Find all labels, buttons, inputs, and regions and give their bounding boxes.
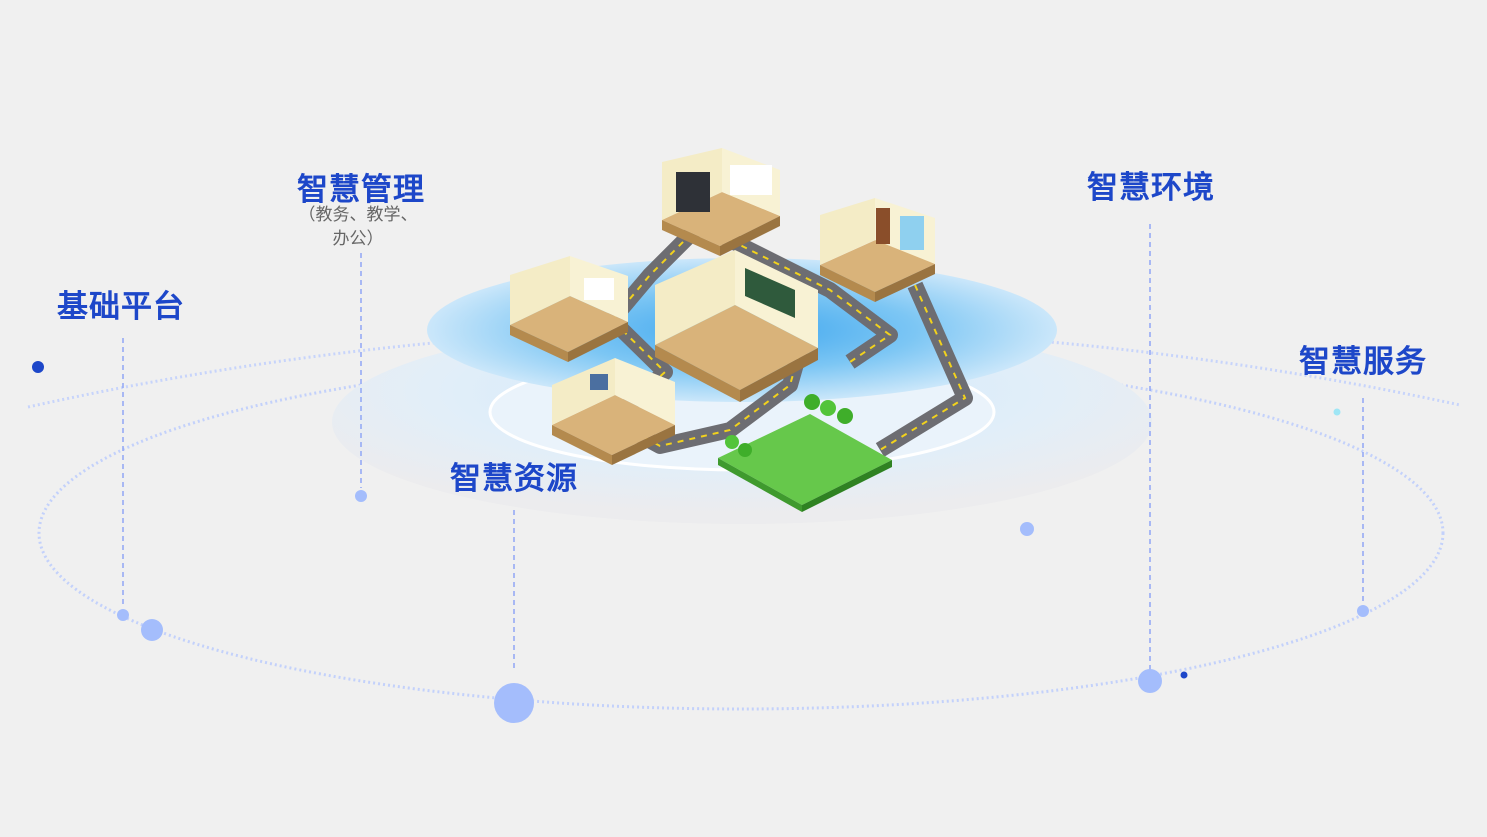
label-services: 智慧服务: [1299, 344, 1427, 380]
room-server: [662, 148, 780, 256]
label-environment: 智慧环境: [1087, 170, 1215, 206]
orbit-ring: [27, 326, 1461, 711]
node-dot-dark: [32, 361, 44, 373]
room-office: [552, 358, 675, 465]
room-classroom: [655, 250, 818, 402]
node-dot-dark: [1180, 671, 1188, 679]
orbit-nodes: [32, 361, 1369, 723]
node-large: [494, 683, 534, 723]
node-medium: [141, 619, 163, 641]
node-small: [1357, 605, 1369, 617]
node-small: [1020, 522, 1034, 536]
playground: [718, 394, 892, 512]
node-small: [355, 490, 367, 502]
node-dot-light: [1333, 408, 1341, 416]
room-library: [820, 198, 935, 302]
label-foundation: 基础平台: [57, 289, 185, 325]
label-management-sub-2: 办公）: [332, 229, 384, 249]
label-management: 智慧管理: [297, 172, 425, 208]
label-resources: 智慧资源: [450, 461, 578, 497]
node-medium: [1138, 669, 1162, 693]
guide-lines: [122, 224, 1364, 672]
node-small: [117, 609, 129, 621]
label-management-sub-1: （教务、教学、: [298, 205, 418, 225]
room-meeting: [510, 256, 628, 362]
